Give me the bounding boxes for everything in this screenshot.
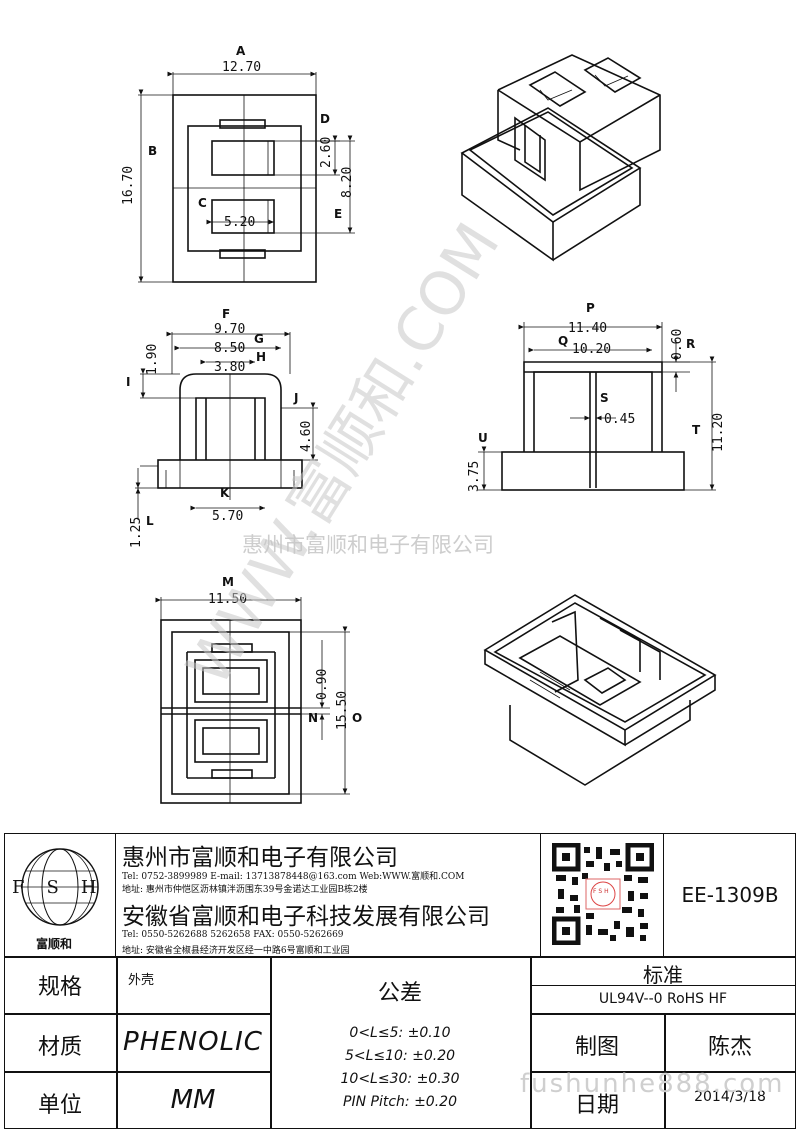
dim-label-i: I <box>126 375 130 389</box>
isometric-view-top <box>460 54 661 262</box>
tolerance-label: 公差 <box>377 981 422 1006</box>
watermark-site: fushunhe888.com <box>520 1069 785 1099</box>
dim-value-t: 11.20 <box>711 413 726 452</box>
dim-value-p: 11.40 <box>568 321 607 336</box>
material-value: PHENOLIC <box>123 1027 263 1057</box>
dim-label-s: S <box>600 391 609 405</box>
tolerance-3: 10<L≤30: ±0.30 <box>340 1071 460 1087</box>
company-tel-2: Tel: 0550-5262688 5262658 FAX: 0550-5262… <box>122 930 344 940</box>
dim-label-u: U <box>478 431 488 445</box>
dim-value-o: 15.50 <box>335 691 350 730</box>
qr-caption: F S H <box>593 888 609 895</box>
qr-cell <box>540 833 664 957</box>
dim-label-c: C <box>198 196 207 210</box>
dim-value-c: 5.20 <box>224 215 255 230</box>
bottom-view: M 11.50 N 0.90 O 15.50 <box>155 575 362 804</box>
watermark-company: 惠州市富顺和电子有限公司 <box>242 533 494 557</box>
dim-value-b: 16.70 <box>121 166 136 205</box>
dim-label-o: O <box>352 711 362 725</box>
tolerance-2: 5<L≤10: ±0.20 <box>344 1048 456 1064</box>
company-address-1: 地址: 惠州市仲恺区沥林镇泮沥围东39号金诺达工业园B栋2楼 <box>122 885 368 895</box>
dim-value-i: 1.90 <box>145 344 160 375</box>
material-label: 材质 <box>37 1035 82 1060</box>
company-tel-1: Tel: 0752-3899989 E-mail: 13713878448@16… <box>122 872 465 882</box>
top-view: A 12.70 B 16.70 C 5.20 D 2.60 E 8.20 <box>121 44 355 283</box>
spec-table <box>4 957 796 1129</box>
company-address-2: 地址: 安徽省全椒县经济开发区经一中路6号富顺和工业园 <box>122 946 350 956</box>
qr-code-icon[interactable] <box>552 843 654 945</box>
dim-value-k: 5.70 <box>212 509 243 524</box>
dim-value-j: 4.60 <box>299 421 314 452</box>
tolerance-4: PIN Pitch: ±0.20 <box>343 1094 457 1110</box>
dim-label-k: K <box>220 486 230 500</box>
unit-label: 单位 <box>37 1093 82 1118</box>
drawn-by-label: 制图 <box>574 1035 619 1060</box>
dim-label-g: G <box>254 332 264 346</box>
spec-label: 规格 <box>37 975 82 1000</box>
isometric-view-bottom <box>483 594 717 786</box>
date-label: 日期 <box>574 1093 619 1118</box>
dim-value-r: 0.60 <box>670 329 685 360</box>
dim-label-r: R <box>686 337 695 351</box>
company-name-1: 惠州市富顺和电子有限公司 <box>122 845 398 871</box>
spec-value: 外壳 <box>128 973 155 988</box>
logo-letter-h: H <box>80 877 119 898</box>
dim-label-p: P <box>586 301 595 315</box>
standard-label: 标准 <box>643 963 683 987</box>
fsh-logo-icon <box>21 848 99 926</box>
dim-value-s: 0.45 <box>604 412 635 427</box>
dim-value-d: 2.60 <box>319 137 334 168</box>
logo-letter-s: S <box>46 877 81 898</box>
dim-label-d: D <box>320 112 330 126</box>
company-name-2: 安徽省富顺和电子科技发展有限公司 <box>122 904 490 930</box>
dim-value-l: 1.25 <box>129 517 144 548</box>
dim-value-g: 8.50 <box>214 341 245 356</box>
dim-label-f: F <box>222 307 230 321</box>
dim-label-b: B <box>148 144 157 158</box>
logo-letter-f: F <box>12 877 47 898</box>
technical-drawing: A 12.70 B 16.70 C 5.20 D 2.60 E 8.20 <box>121 44 726 804</box>
dim-value-n: 0.90 <box>315 669 330 700</box>
dim-value-a: 12.70 <box>222 60 261 75</box>
part-number: EE-1309B <box>681 883 779 907</box>
watermark: WWW.富顺和.COM 惠州市富顺和电子有限公司 <box>173 211 513 698</box>
dim-value-q: 10.20 <box>572 342 611 357</box>
drawn-by-value: 陈杰 <box>707 1035 752 1060</box>
dim-label-h: H <box>256 350 266 364</box>
dim-value-e: 8.20 <box>340 167 355 198</box>
watermark-url: WWW.富顺和.COM <box>173 211 513 698</box>
tolerance-1: 0<L≤5: ±0.10 <box>349 1025 451 1041</box>
dim-value-h: 3.80 <box>214 360 245 375</box>
dim-label-a: A <box>236 44 246 58</box>
title-block: FSH 富顺和 惠州市富顺和电子有限公司 Tel: 0752-3899989 E… <box>0 833 800 1132</box>
date-value: 2014/3/18 <box>694 1089 766 1105</box>
dim-label-n: N <box>308 711 318 725</box>
side-view: P 11.40 Q 10.20 R 0.60 S 0.45 T 11.20 U … <box>467 301 726 492</box>
dim-value-u: 3.75 <box>467 461 482 492</box>
dim-label-j: J <box>293 391 298 405</box>
dim-label-q: Q <box>558 334 568 348</box>
unit-value: MM <box>170 1085 216 1115</box>
dim-value-f: 9.70 <box>214 322 245 337</box>
dim-label-l: L <box>146 514 154 528</box>
dim-value-m: 11.50 <box>208 592 247 607</box>
standard-value: UL94V--0 RoHS HF <box>598 991 728 1007</box>
front-view: F 9.70 G 8.50 H 3.80 I 1.90 J 4.60 K 5.7… <box>126 307 318 548</box>
logo-cell <box>4 833 116 957</box>
logo-name: 富顺和 <box>36 937 73 951</box>
dim-label-m: M <box>222 575 234 589</box>
dim-label-t: T <box>692 423 701 437</box>
dim-label-e: E <box>334 207 342 221</box>
